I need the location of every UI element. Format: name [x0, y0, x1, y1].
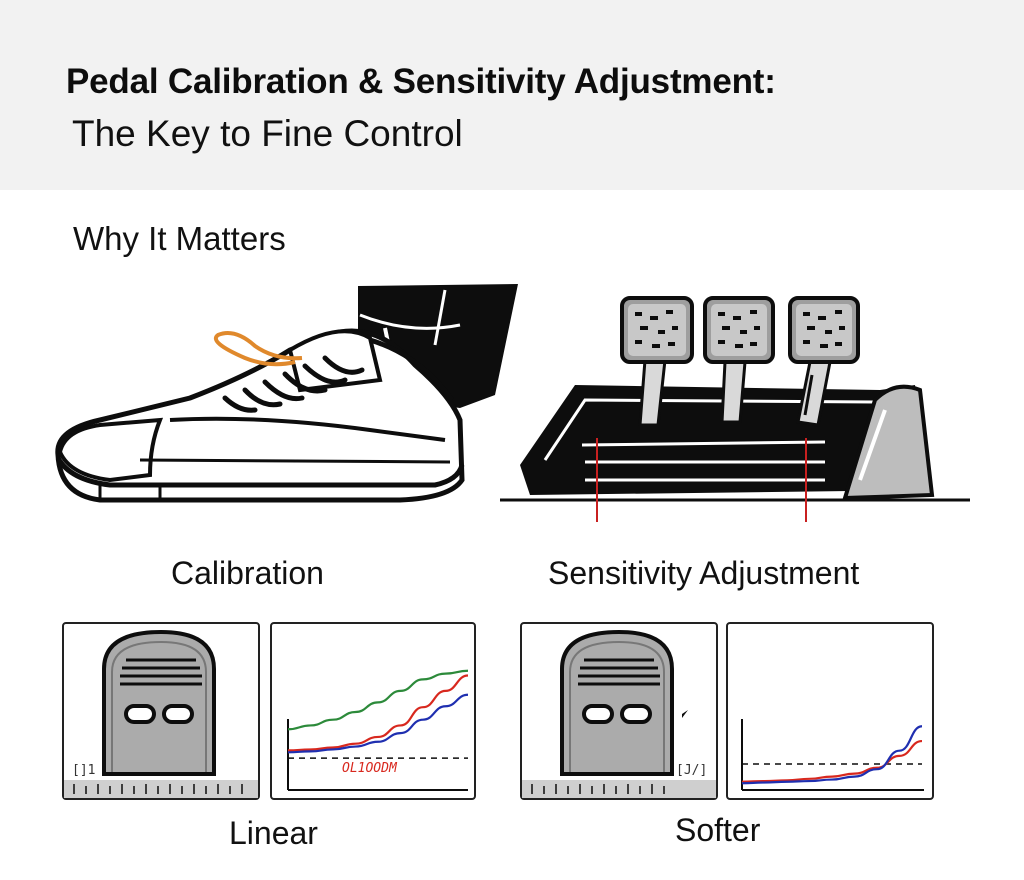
linear-label: Linear — [229, 815, 318, 851]
response-curve-1 — [287, 674, 469, 752]
shoe-toe-cap — [57, 417, 164, 483]
pedal-sensor-drawing: [J/] — [522, 629, 716, 798]
response-curve-3 — [287, 669, 469, 731]
lace-loop — [213, 331, 303, 367]
response-curve-2 — [741, 725, 923, 785]
pedal-set-illustration — [500, 296, 970, 522]
chart-annotation: OL1OODM — [342, 761, 398, 776]
sensitivity-device-panel: [J/] — [520, 622, 718, 800]
device-corner-mark: []1 — [72, 763, 95, 778]
pedal-base — [520, 385, 930, 495]
calibration-device-panel: []1 — [62, 622, 260, 800]
softer-chart-panel — [726, 622, 934, 800]
response-curve-1 — [741, 739, 923, 783]
shoe-laces — [222, 355, 365, 413]
softer-label: Softer — [675, 812, 761, 848]
header-banner — [0, 0, 1024, 190]
shoe-sole — [55, 456, 465, 488]
softer-response-chart — [741, 719, 924, 791]
linear-response-chart: OL1OODM — [287, 669, 469, 791]
pedal-3 — [788, 296, 860, 427]
section-heading: Why It Matters — [73, 220, 286, 257]
shoe-illustration — [55, 284, 518, 503]
pedal-sensor-drawing: []1 — [64, 629, 258, 798]
calibration-label: Calibration — [171, 555, 324, 591]
pedal-1 — [620, 296, 694, 427]
response-curve-2 — [287, 693, 469, 754]
device-corner-mark: [J/] — [676, 763, 707, 778]
page-title: Pedal Calibration & Sensitivity Adjustme… — [66, 62, 776, 101]
page-subtitle: The Key to Fine Control — [72, 113, 463, 154]
pedal-2 — [703, 296, 775, 424]
sensitivity-adjustment-label: Sensitivity Adjustment — [548, 555, 860, 591]
heel-rest — [842, 384, 935, 501]
linear-chart-panel: OL1OODM — [270, 622, 476, 800]
